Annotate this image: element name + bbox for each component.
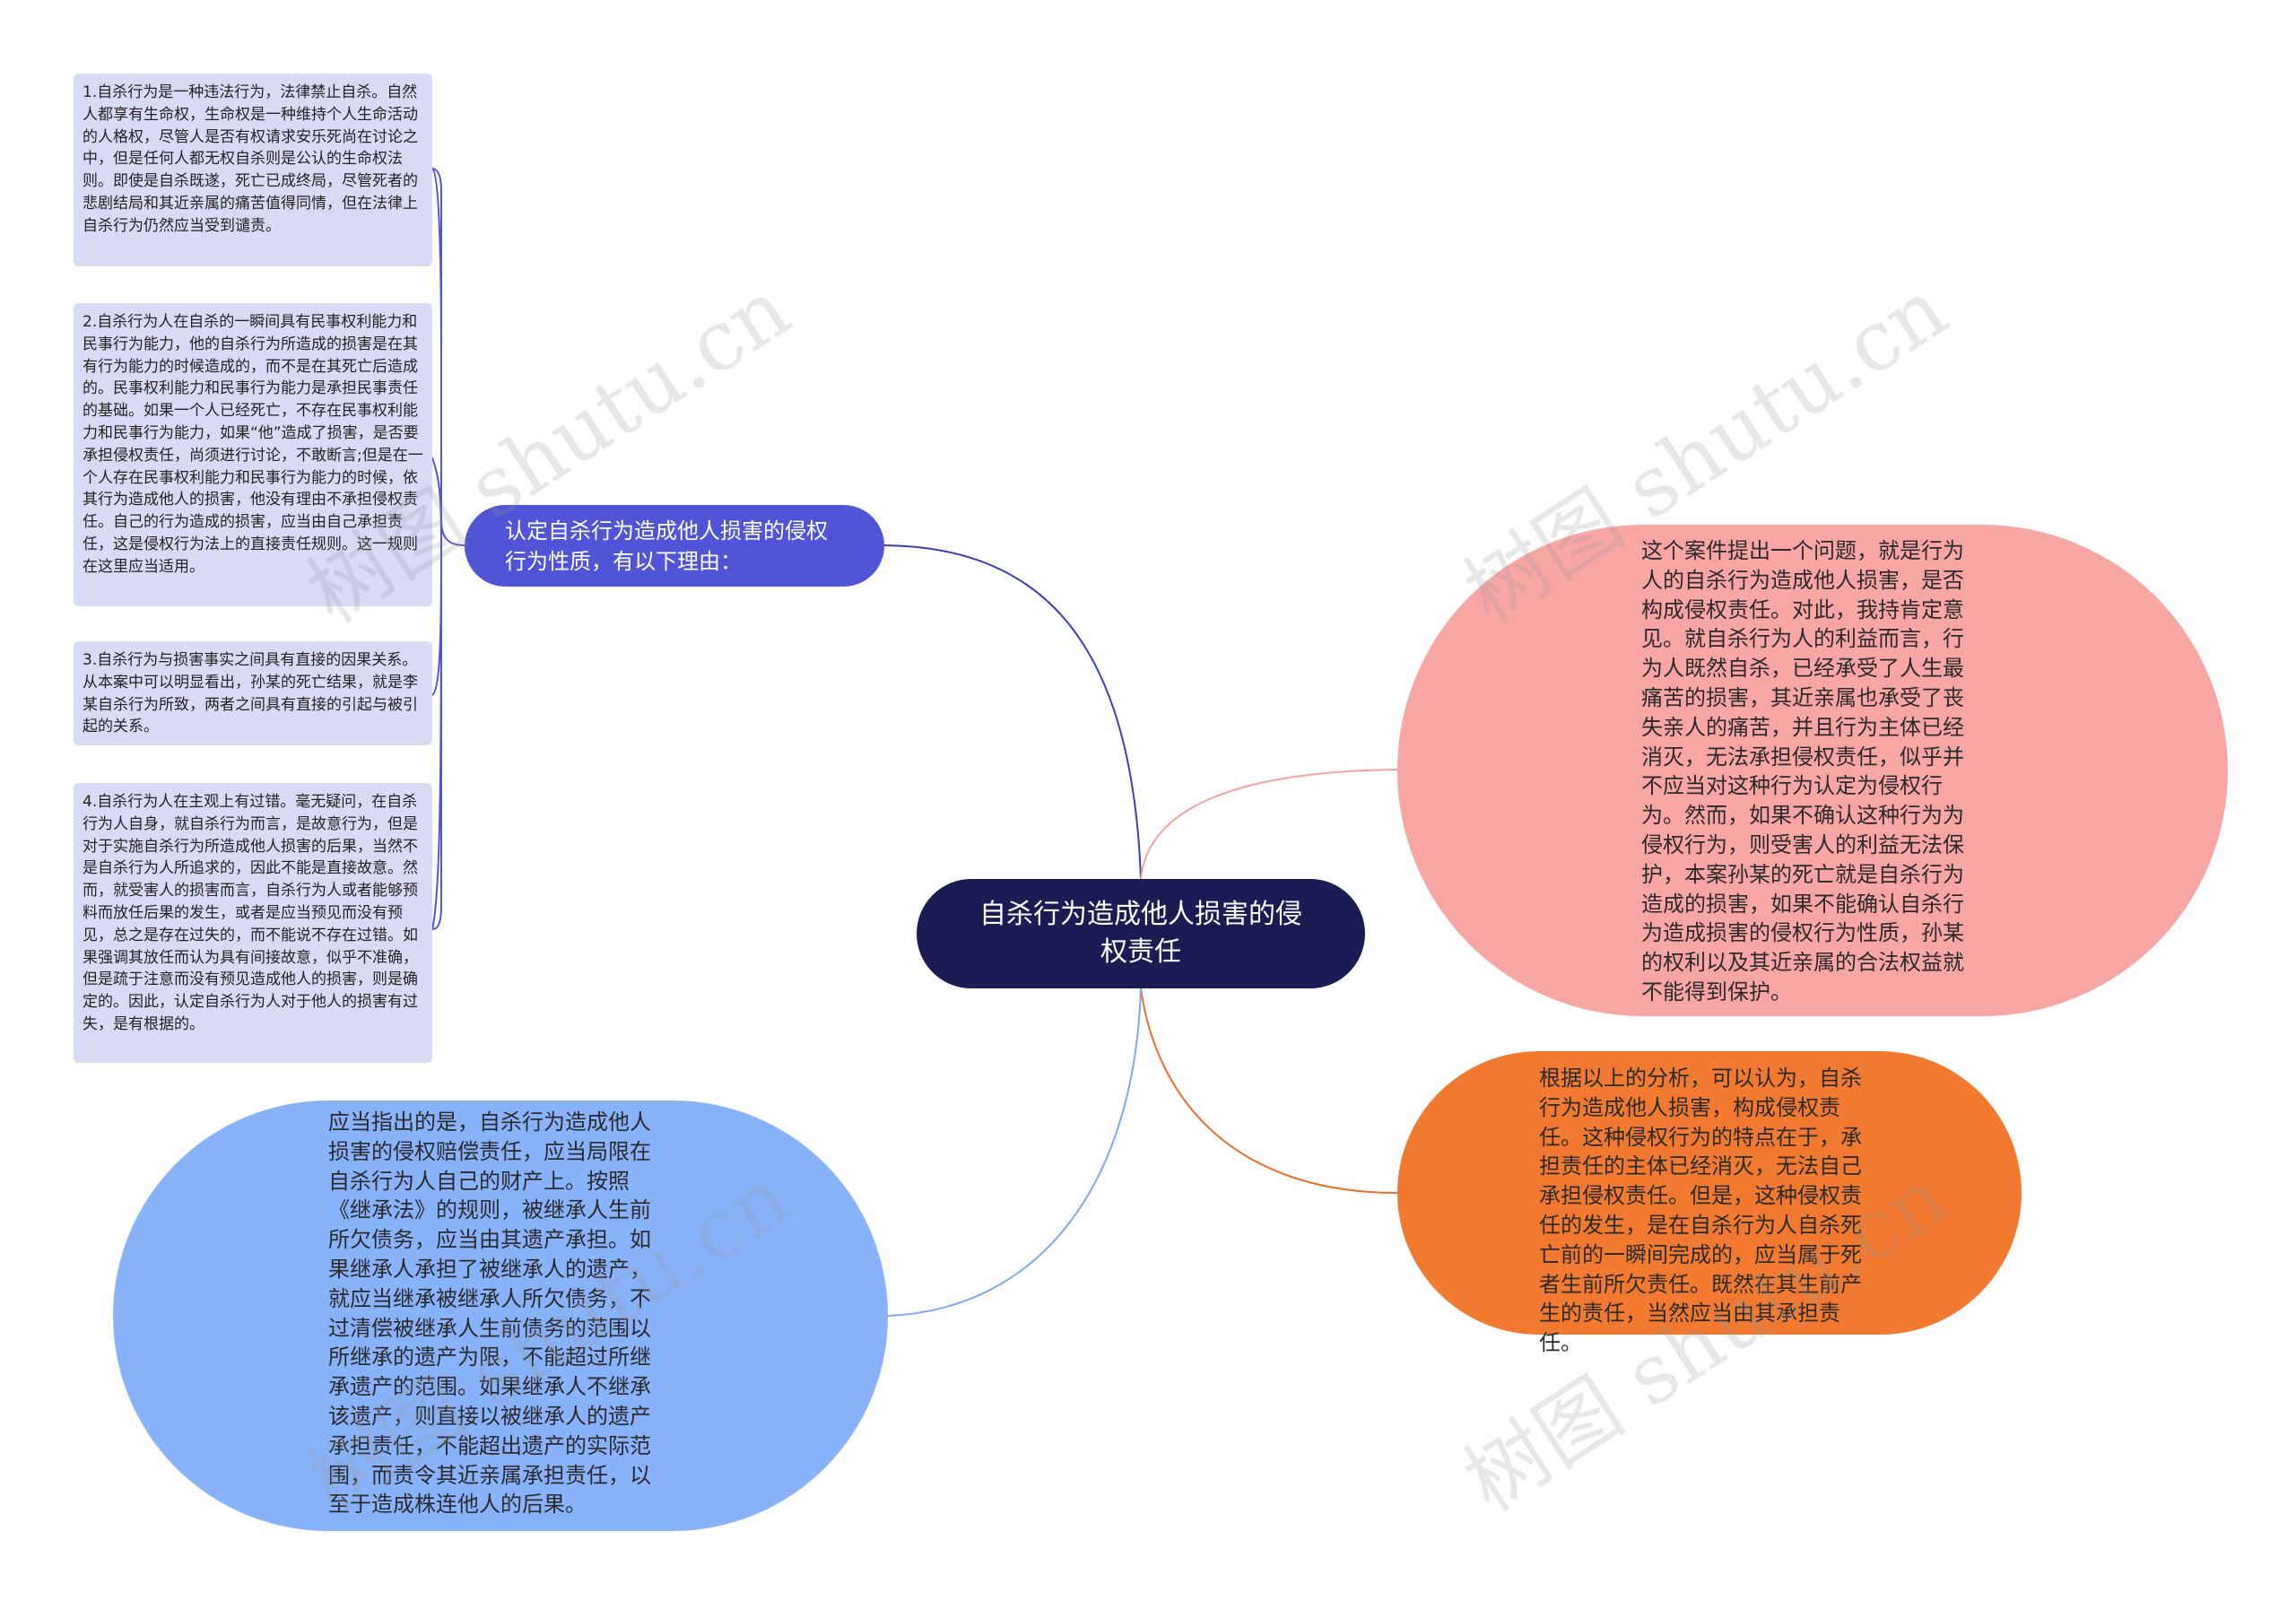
branch-node-text: 应当指出的是，自杀行为造成他人损害的侵权赔偿责任，应当局限在自杀行为人自己的财产… (328, 1109, 651, 1518)
branch-node-reasons[interactable]: 认定自杀行为造成他人损害的侵权行为性质，有以下理由： (465, 505, 884, 587)
detail-text: 3.自杀行为与损害事实之间具有直接的因果关系。从本案中可以明显看出，孙某的死亡结… (83, 651, 418, 736)
detail-node-reason-4[interactable]: 4.自杀行为人在主观上有过错。毫无疑问，在自杀行为人自身，就自杀行为而言，是故意… (74, 783, 432, 1063)
link-center-left-branch (883, 544, 1142, 880)
branch-node-conclusion[interactable]: 根据以上的分析，可以认为，自杀行为造成他人损害，构成侵权责任。这种侵权行为的特点… (1397, 1051, 2022, 1355)
branch-node-text: 根据以上的分析，可以认为，自杀行为造成他人损害，构成侵权责任。这种侵权行为的特点… (1539, 1066, 1862, 1356)
bracket-left-details (431, 168, 465, 930)
link-detail-4 (431, 573, 442, 930)
detail-text: 4.自杀行为人在主观上有过错。毫无疑问，在自杀行为人自身，就自杀行为而言，是故意… (83, 793, 418, 1033)
branch-node-liability-scope[interactable]: 应当指出的是，自杀行为造成他人损害的侵权赔偿责任，应当局限在自杀行为人自己的财产… (113, 1101, 888, 1531)
branch-node-label: 认定自杀行为造成他人损害的侵权行为性质，有以下理由： (505, 518, 828, 574)
detail-node-reason-3[interactable]: 3.自杀行为与损害事实之间具有直接的因果关系。从本案中可以明显看出，孙某的死亡结… (74, 641, 432, 745)
detail-text: 1.自杀行为是一种违法行为，法律禁止自杀。自然人都享有生命权，生命权是一种维持个… (83, 83, 418, 235)
detail-node-reason-2[interactable]: 2.自杀行为人在自杀的一瞬间具有民事权利能力和民事行为能力，他的自杀行为所造成的… (74, 303, 432, 606)
link-center-right-top (1140, 769, 1398, 880)
link-detail-2 (431, 457, 442, 539)
central-topic[interactable]: 自杀行为造成他人损害的侵权责任 (917, 879, 1365, 988)
branch-node-infringement-question[interactable]: 这个案件提出一个问题，就是行为人的自杀行为造成他人损害，是否构成侵权责任。对此，… (1397, 525, 2228, 1016)
branch-node-text: 这个案件提出一个问题，就是行为人的自杀行为造成他人损害，是否构成侵权责任。对此，… (1641, 538, 1964, 1005)
link-center-right-bottom (1140, 988, 1398, 1194)
detail-text: 2.自杀行为人在自杀的一瞬间具有民事权利能力和民事行为能力，他的自杀行为所造成的… (83, 313, 423, 576)
detail-node-reason-1[interactable]: 1.自杀行为是一种违法行为，法律禁止自杀。自然人都享有生命权，生命权是一种维持个… (74, 74, 432, 266)
link-detail-3 (431, 555, 442, 696)
link-detail-1 (431, 168, 442, 360)
central-topic-label: 自杀行为造成他人损害的侵权责任 (979, 899, 1302, 968)
link-center-left-bottom (887, 988, 1142, 1317)
